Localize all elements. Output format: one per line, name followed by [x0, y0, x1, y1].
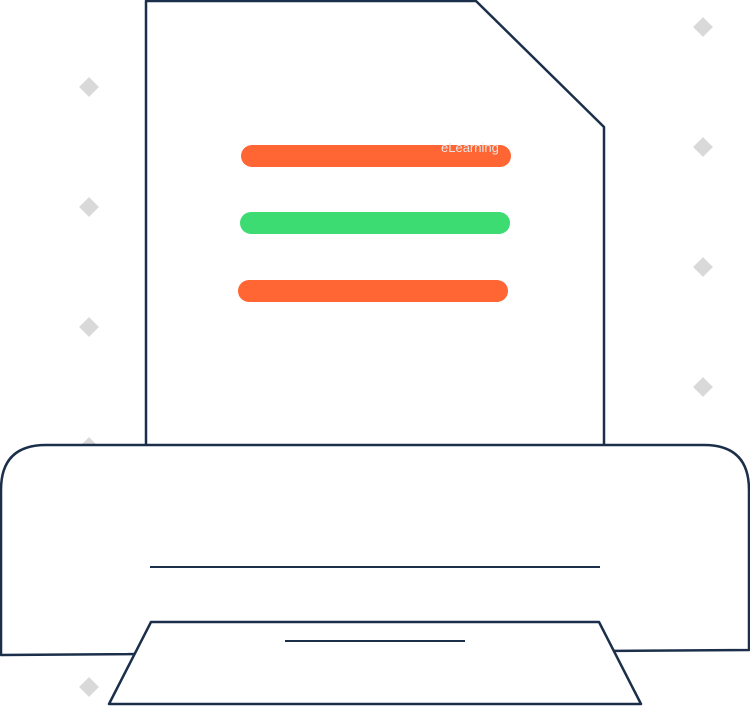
printer-body [0, 443, 750, 706]
watermark-diamond [693, 17, 713, 37]
watermark-diamond [79, 197, 99, 217]
output-tray [107, 620, 643, 706]
printer-housing [0, 443, 750, 657]
watermark-diamond [693, 377, 713, 397]
watermark-diamond [79, 317, 99, 337]
watermark-diamond [693, 257, 713, 277]
watermark-diamond [693, 137, 713, 157]
watermark-diamond [79, 677, 99, 697]
watermark-diamond [79, 77, 99, 97]
document-page [144, 0, 606, 472]
watermark-text: eLearning [441, 140, 499, 155]
document-sheet [144, 0, 606, 472]
